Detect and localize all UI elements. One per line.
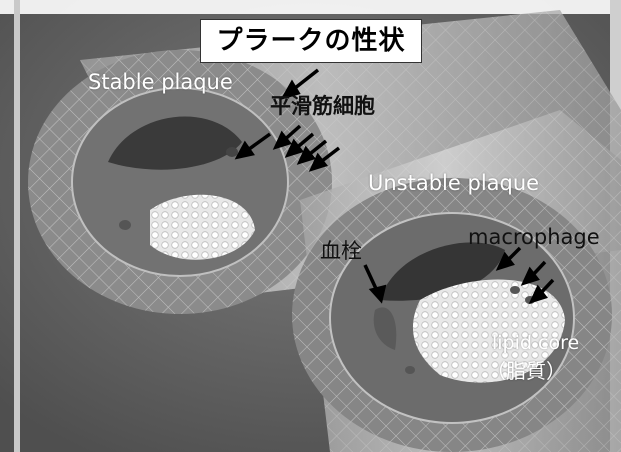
figure-title: プラークの性状 xyxy=(200,19,422,63)
lipid-core-jp-label: （脂質） xyxy=(486,361,566,381)
macrophage-label: macrophage xyxy=(468,227,600,248)
stable-plaque-label: Stable plaque xyxy=(88,72,233,93)
unstable-plaque-label: Unstable plaque xyxy=(368,173,539,194)
thrombus-label: 血栓 xyxy=(320,241,362,262)
smooth-muscle-cells-label: 平滑筋細胞 xyxy=(270,96,375,117)
unstable-plaque-cross-section xyxy=(292,178,612,452)
lipid-core-label: lipid core xyxy=(492,334,579,353)
